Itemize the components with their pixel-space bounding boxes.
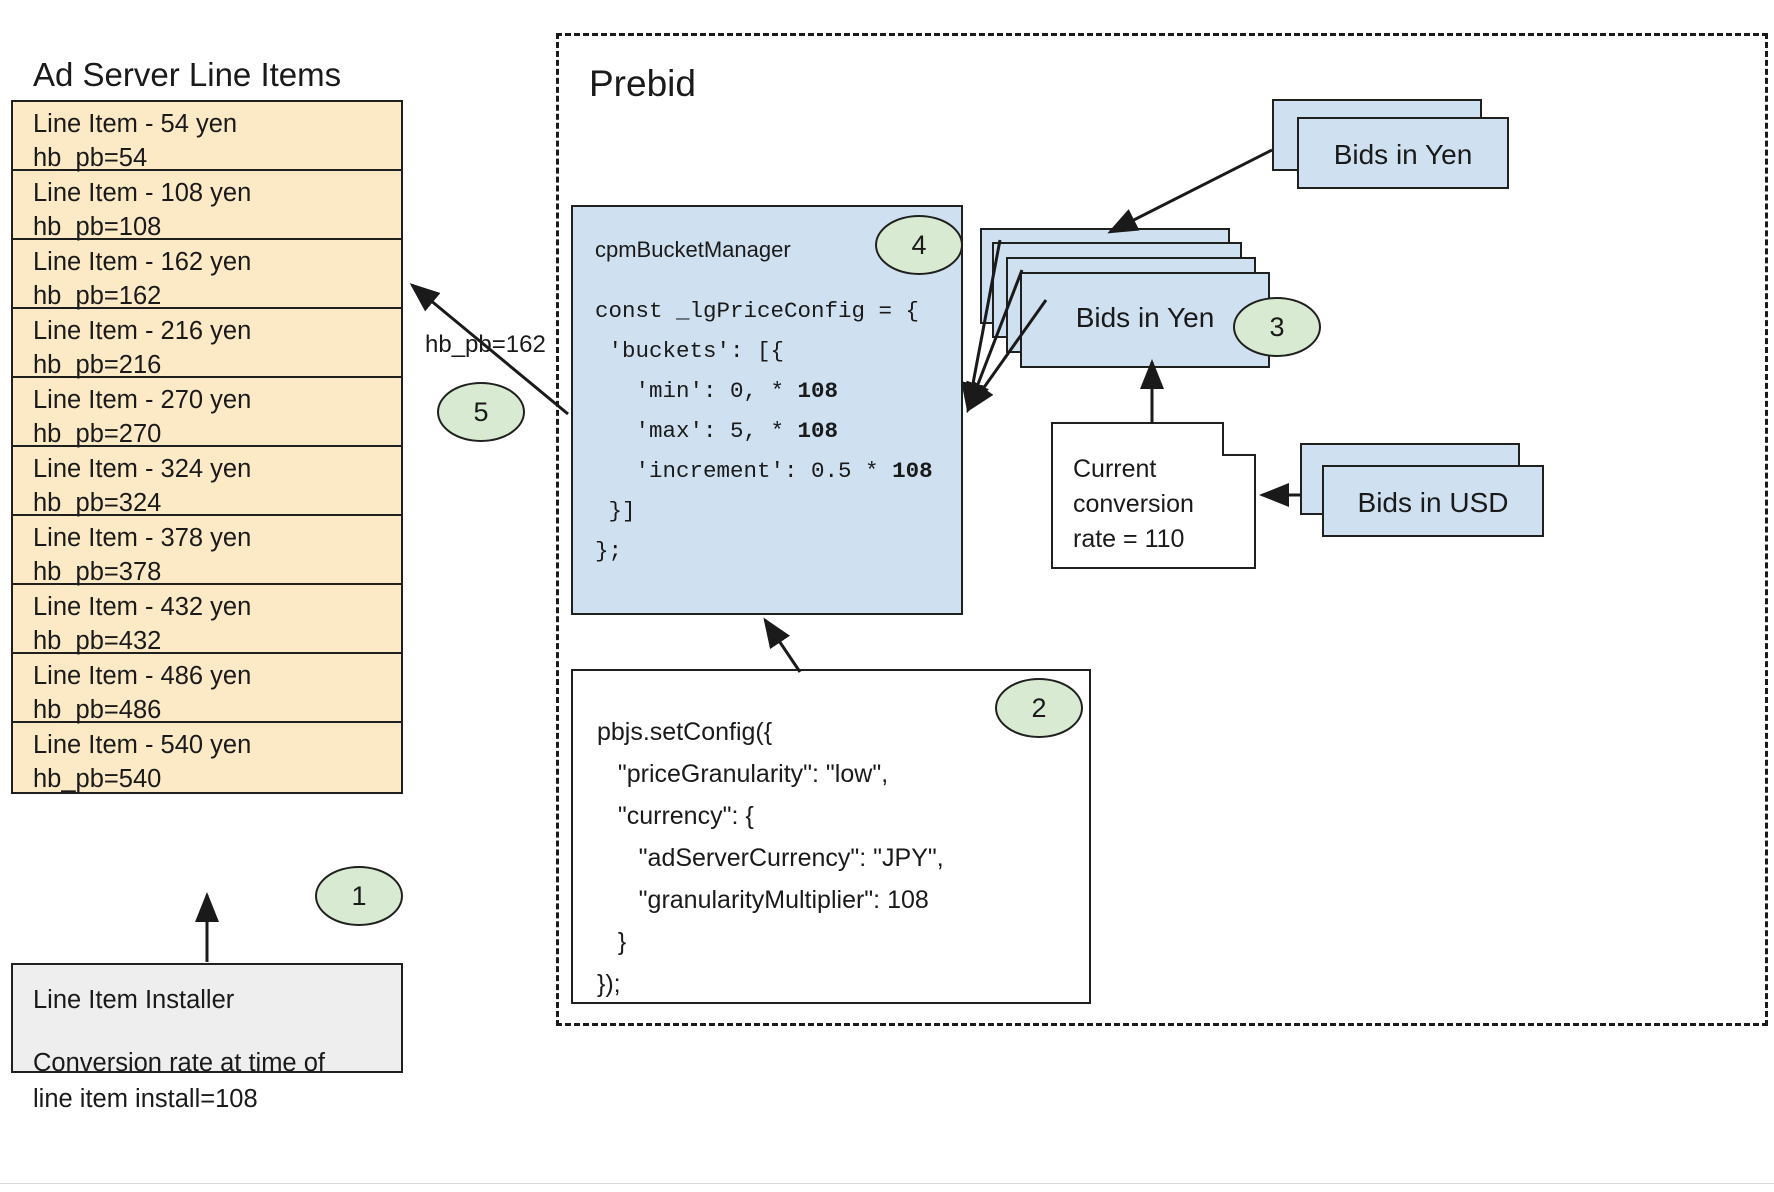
step-badge-1: 1 — [315, 866, 403, 926]
line-item-name: Line Item - 432 yen — [33, 593, 252, 621]
stack-card-front: Bids in Yen — [1020, 272, 1270, 368]
list-item[interactable]: Line Item - 378 yen hb_pb=378 — [13, 516, 401, 586]
code-line: }; — [595, 538, 623, 564]
prebid-container — [556, 33, 1768, 1026]
code-line: const _lgPriceConfig = { — [595, 298, 920, 324]
line-item-targeting: hb_pb=162 — [33, 282, 162, 310]
list-item[interactable]: Line Item - 270 yen hb_pb=270 — [13, 378, 401, 448]
line-item-name: Line Item - 324 yen — [33, 455, 252, 483]
bids-in-usd-stack[interactable]: Bids in USD — [1300, 443, 1550, 543]
list-item[interactable]: Line Item - 216 yen hb_pb=216 — [13, 309, 401, 379]
code-line: } — [597, 928, 627, 956]
code-line: "adServerCurrency": "JPY", — [597, 844, 944, 872]
stack-card-front: Bids in Yen — [1297, 117, 1509, 189]
installer-note-line-2: line item install=108 — [33, 1085, 258, 1113]
line-item-targeting: hb_pb=486 — [33, 696, 162, 724]
list-item[interactable]: Line Item - 486 yen hb_pb=486 — [13, 654, 401, 724]
list-item[interactable]: Line Item - 540 yen hb_pb=540 — [13, 723, 401, 793]
line-item-targeting: hb_pb=108 — [33, 213, 162, 241]
line-item-targeting: hb_pb=432 — [33, 627, 162, 655]
line-item-name: Line Item - 108 yen — [33, 179, 252, 207]
step-badge-4: 4 — [875, 215, 963, 275]
bids-in-yen-converted-stack[interactable]: Bids in Yen — [980, 228, 1270, 368]
code-line: "priceGranularity": "low", — [597, 760, 889, 788]
step-badge-5: 5 — [437, 382, 525, 442]
code-line: 'max': 5, * 108 — [595, 418, 839, 444]
installer-title: Line Item Installer — [33, 986, 235, 1014]
code-line: 'buckets': [{ — [595, 338, 785, 364]
line-item-targeting: hb_pb=270 — [33, 420, 162, 448]
list-item[interactable]: Line Item - 108 yen hb_pb=108 — [13, 171, 401, 241]
bids-in-yen-converted-label: Bids in Yen — [1075, 302, 1215, 333]
code-line: }); — [597, 970, 621, 998]
note-body — [1051, 422, 1256, 569]
line-items-list: Line Item - 54 yen hb_pb=54 Line Item - … — [11, 100, 403, 794]
step-badge-2: 2 — [995, 678, 1083, 738]
line-item-name: Line Item - 54 yen — [33, 110, 238, 138]
list-item[interactable]: Line Item - 324 yen hb_pb=324 — [13, 447, 401, 517]
conversion-rate-note: Current conversion rate = 110 — [1051, 422, 1256, 569]
code-line: 'increment': 0.5 * 108 — [595, 458, 933, 484]
bids-in-yen-incoming-stack[interactable]: Bids in Yen — [1272, 99, 1512, 191]
installer-note-line-1: Conversion rate at time of — [33, 1049, 325, 1077]
line-item-name: Line Item - 216 yen — [33, 317, 252, 345]
note-line-1: Current — [1073, 455, 1157, 483]
prebid-label: Prebid — [589, 63, 696, 104]
bottom-divider — [0, 1183, 1774, 1192]
note-line-2: conversion — [1073, 490, 1194, 518]
cpm-bucket-manager-header: cpmBucketManager — [595, 237, 791, 262]
list-item[interactable]: Line Item - 162 yen hb_pb=162 — [13, 240, 401, 310]
list-item[interactable]: Line Item - 432 yen hb_pb=432 — [13, 585, 401, 655]
edge-label-hb-pb: hb_pb=162 — [422, 331, 549, 359]
line-item-targeting: hb_pb=216 — [33, 351, 162, 379]
list-item[interactable]: Line Item - 54 yen hb_pb=54 — [13, 102, 401, 172]
code-line: "granularityMultiplier": 108 — [597, 886, 929, 914]
line-item-installer-box[interactable]: Line Item Installer Conversion rate at t… — [11, 963, 403, 1113]
note-line-3: rate = 110 — [1073, 525, 1185, 553]
code-line: 'min': 0, * 108 — [595, 378, 839, 404]
code-line: pbjs.setConfig({ — [597, 718, 773, 746]
line-item-name: Line Item - 486 yen — [33, 662, 252, 690]
line-item-targeting: hb_pb=54 — [33, 144, 148, 172]
bids-in-usd-label: Bids in USD — [1357, 487, 1509, 518]
code-line: }] — [595, 498, 636, 524]
cpm-bucket-manager-box[interactable]: cpmBucketManager const _lgPriceConfig = … — [571, 205, 963, 615]
line-item-name: Line Item - 270 yen — [33, 386, 252, 414]
line-item-targeting: hb_pb=540 — [33, 765, 162, 793]
line-item-name: Line Item - 540 yen — [33, 731, 252, 759]
note-fold-corner — [1222, 422, 1256, 456]
stack-card-front: Bids in USD — [1322, 465, 1544, 537]
line-item-name: Line Item - 162 yen — [33, 248, 252, 276]
line-item-name: Line Item - 378 yen — [33, 524, 252, 552]
ad-server-line-items-title: Ad Server Line Items — [33, 56, 342, 93]
line-item-targeting: hb_pb=324 — [33, 489, 162, 517]
code-line: "currency": { — [597, 802, 754, 830]
bids-in-yen-incoming-label: Bids in Yen — [1333, 139, 1473, 170]
line-item-targeting: hb_pb=378 — [33, 558, 162, 586]
step-badge-3: 3 — [1233, 297, 1321, 357]
note-text: Current conversion rate = 110 — [1073, 452, 1246, 557]
